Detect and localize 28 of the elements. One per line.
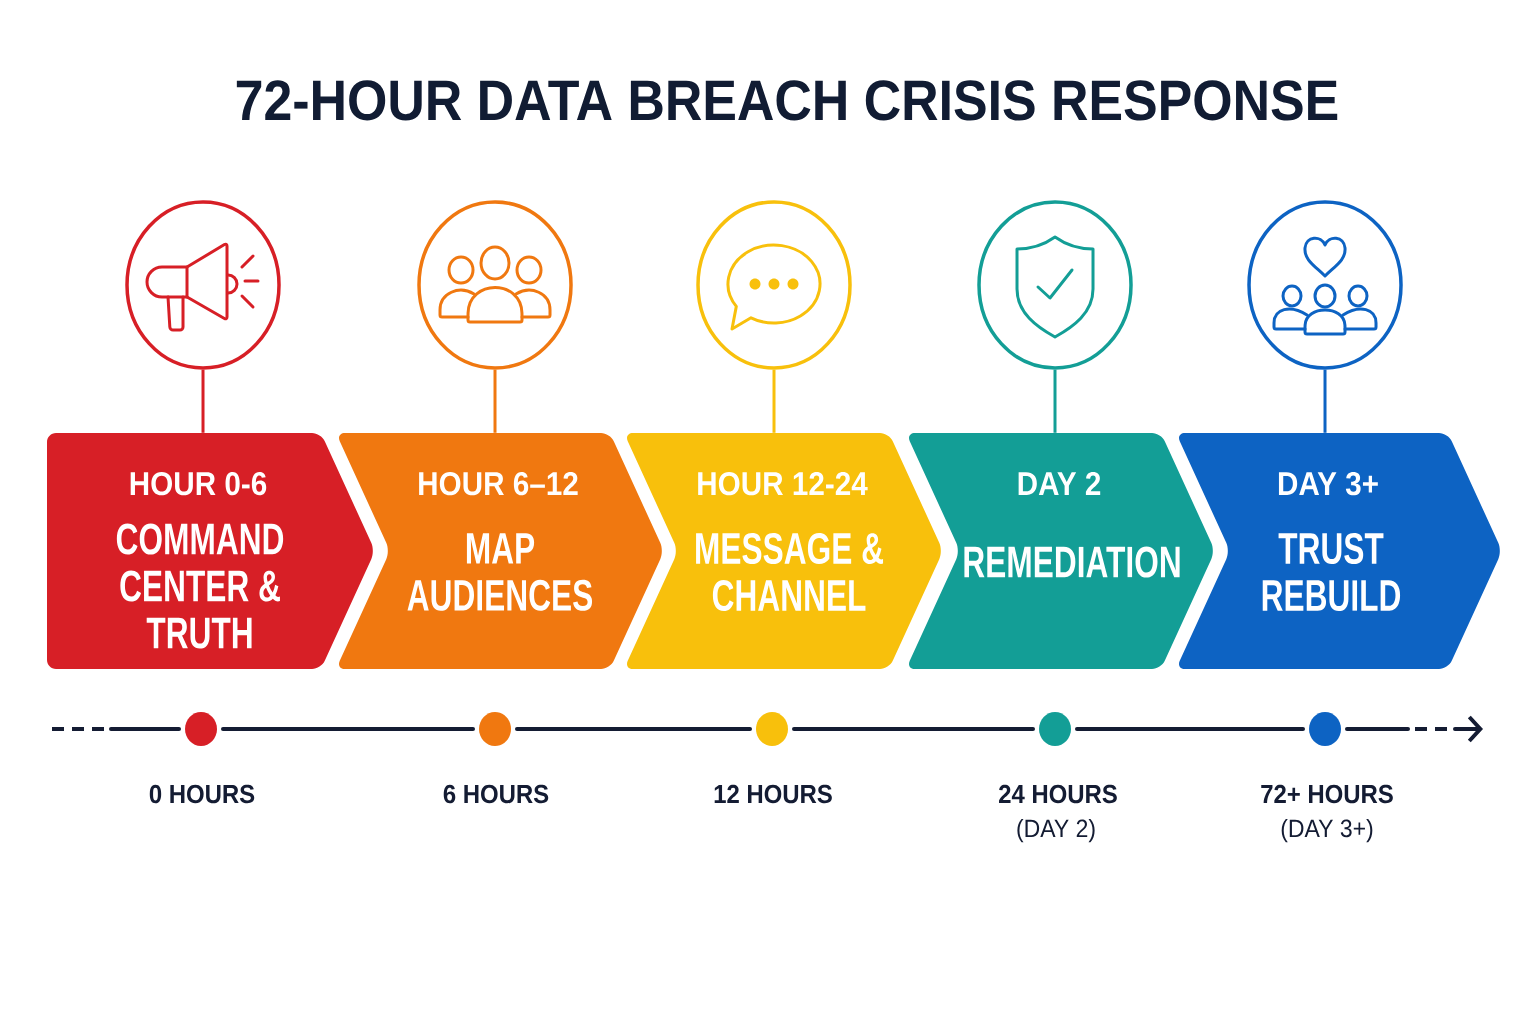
chevron-box	[1179, 433, 1500, 669]
timeline-label: (DAY 2)	[1017, 818, 1095, 843]
chevron-box	[627, 433, 941, 669]
timeline-label: (DAY 3+)	[1281, 818, 1373, 843]
title: 72-HOUR DATA BREACH CRISIS RESPONSE	[236, 80, 1338, 121]
timeline-label: 6 HOURS	[443, 784, 549, 804]
chevron-box	[909, 433, 1213, 669]
connector-line	[1053, 369, 1057, 433]
phase-heading: HOUR 12-24	[698, 471, 868, 496]
phase-title: MESSAGE & CHANNEL	[696, 532, 884, 612]
chevron-box	[47, 433, 373, 669]
connector-line	[201, 369, 205, 433]
timeline-label: 72+ HOURS	[1261, 784, 1393, 804]
connector-line	[1323, 369, 1327, 433]
phase-heading: HOUR 0-6	[130, 471, 267, 496]
timeline-label: 0 HOURS	[149, 784, 255, 804]
timeline-label: 12 HOURS	[714, 784, 832, 804]
chevron-box	[339, 433, 662, 669]
phase-title: COMMAND CENTER & TRUTH	[116, 523, 284, 649]
timeline-label: 24 HOURS	[999, 784, 1117, 804]
phase-title: MAP AUDIENCES	[407, 533, 593, 611]
phase-title: TRUST REBUILD	[1262, 532, 1401, 612]
connector-line	[772, 369, 776, 433]
phase-title: REMEDIATION	[964, 546, 1180, 578]
phase-heading: DAY 3+	[1278, 471, 1378, 496]
phase-heading: DAY 2	[1018, 471, 1101, 495]
phase-heading: HOUR 6–12	[419, 471, 578, 496]
connector-line	[493, 369, 497, 433]
